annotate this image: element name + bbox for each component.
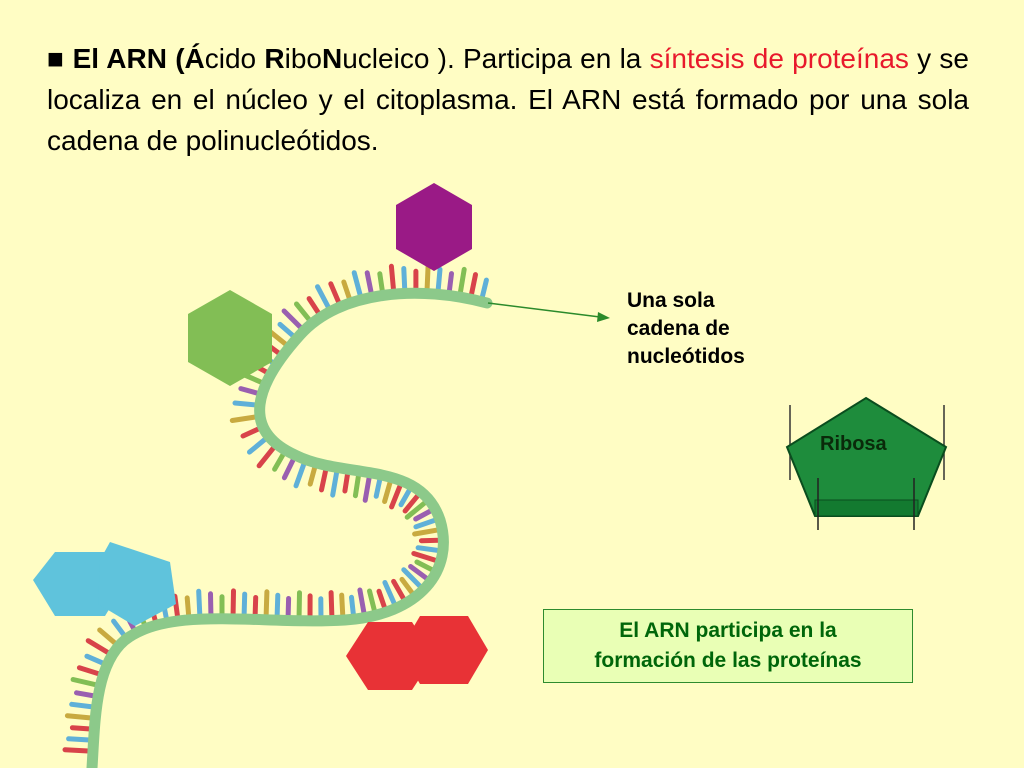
chain-label: Una sola cadena de nucleótidos bbox=[627, 287, 817, 371]
note-line-2: formación de las proteínas bbox=[594, 649, 862, 672]
paragraph-highlight-synthesis: síntesis de proteínas bbox=[649, 43, 909, 74]
ribose-bottom-face bbox=[814, 499, 919, 517]
paragraph-text-6: N bbox=[322, 43, 343, 74]
note-line-1: El ARN participa en la bbox=[619, 619, 837, 642]
purple-hexagon bbox=[396, 183, 472, 271]
paragraph-text-5: ibo bbox=[284, 43, 322, 74]
paragraph-text-1: El ARN ( bbox=[64, 43, 185, 74]
note-box: El ARN participa en la formación de las … bbox=[543, 609, 913, 683]
ribose-pentagon bbox=[785, 396, 948, 517]
paragraph-text-2: Á bbox=[184, 43, 205, 74]
pointer-arrow-line bbox=[487, 302, 601, 318]
rna-backbone bbox=[86, 287, 493, 768]
paragraph-text-10: y se localiza en el núcleo y el citoplas… bbox=[47, 43, 970, 156]
paragraph-text-3: cido bbox=[204, 43, 265, 74]
intro-paragraph: ■ El ARN (Ácido RiboNucleico ). Particip… bbox=[47, 38, 969, 161]
bullet-icon: ■ bbox=[47, 43, 65, 74]
green-hexagon bbox=[188, 290, 272, 386]
paragraph-text-7: ucleico ). bbox=[342, 43, 463, 74]
blue-hexagon-2 bbox=[98, 542, 176, 626]
paragraph-text-8: Participa en la bbox=[463, 43, 650, 74]
arrowhead-icon bbox=[597, 312, 610, 322]
chain-label-line-1: Una sola bbox=[627, 289, 715, 312]
ribose-label: Ribosa bbox=[820, 433, 887, 455]
chain-label-line-2: cadena de bbox=[627, 317, 730, 340]
red-hexagon-2 bbox=[400, 616, 488, 684]
chain-label-line-3: nucleótidos bbox=[627, 345, 745, 368]
paragraph-text-4: R bbox=[264, 43, 285, 74]
